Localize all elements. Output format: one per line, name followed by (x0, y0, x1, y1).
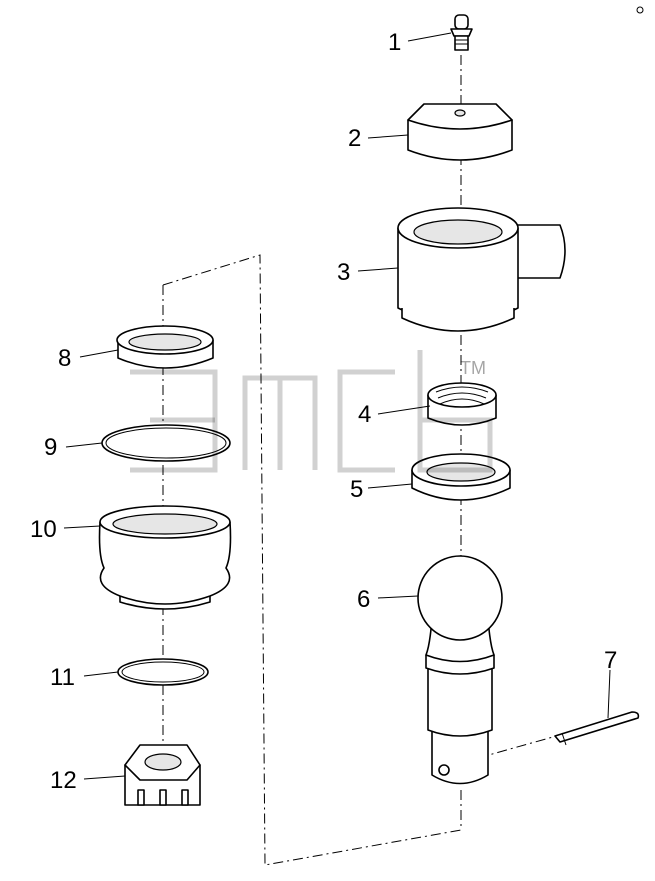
corner-mark (636, 6, 644, 14)
bearing-ring (411, 453, 511, 501)
callout-4: 4 (358, 401, 371, 428)
o-ring-small (117, 658, 209, 686)
castle-nut (124, 744, 201, 806)
callout-2: 2 (348, 125, 361, 152)
watermark-trademark: TM (460, 358, 486, 378)
callout-1: 1 (388, 29, 401, 56)
callout-3: 3 (337, 259, 350, 286)
seal-ring (116, 325, 214, 369)
top-cap (407, 103, 513, 161)
threaded-insert (427, 382, 497, 426)
socket-housing (397, 207, 566, 332)
callout-12: 12 (50, 767, 77, 794)
o-ring-large (101, 424, 231, 462)
ball-stud (417, 555, 503, 785)
callout-10: 10 (30, 516, 57, 543)
callout-7: 7 (604, 647, 617, 674)
rubber-boot (98, 505, 232, 610)
callout-11: 11 (50, 664, 75, 691)
callout-6: 6 (357, 586, 370, 613)
cotter-pin (554, 711, 640, 746)
callout-5: 5 (350, 476, 363, 503)
callout-8: 8 (58, 345, 71, 372)
callout-leaders (63, 32, 611, 780)
grease-fitting (450, 14, 473, 51)
callout-9: 9 (44, 434, 57, 461)
callout-numbers: 1 2 3 4 5 6 7 8 9 10 11 12 (30, 29, 617, 794)
watermark-logo: TM (130, 350, 493, 473)
